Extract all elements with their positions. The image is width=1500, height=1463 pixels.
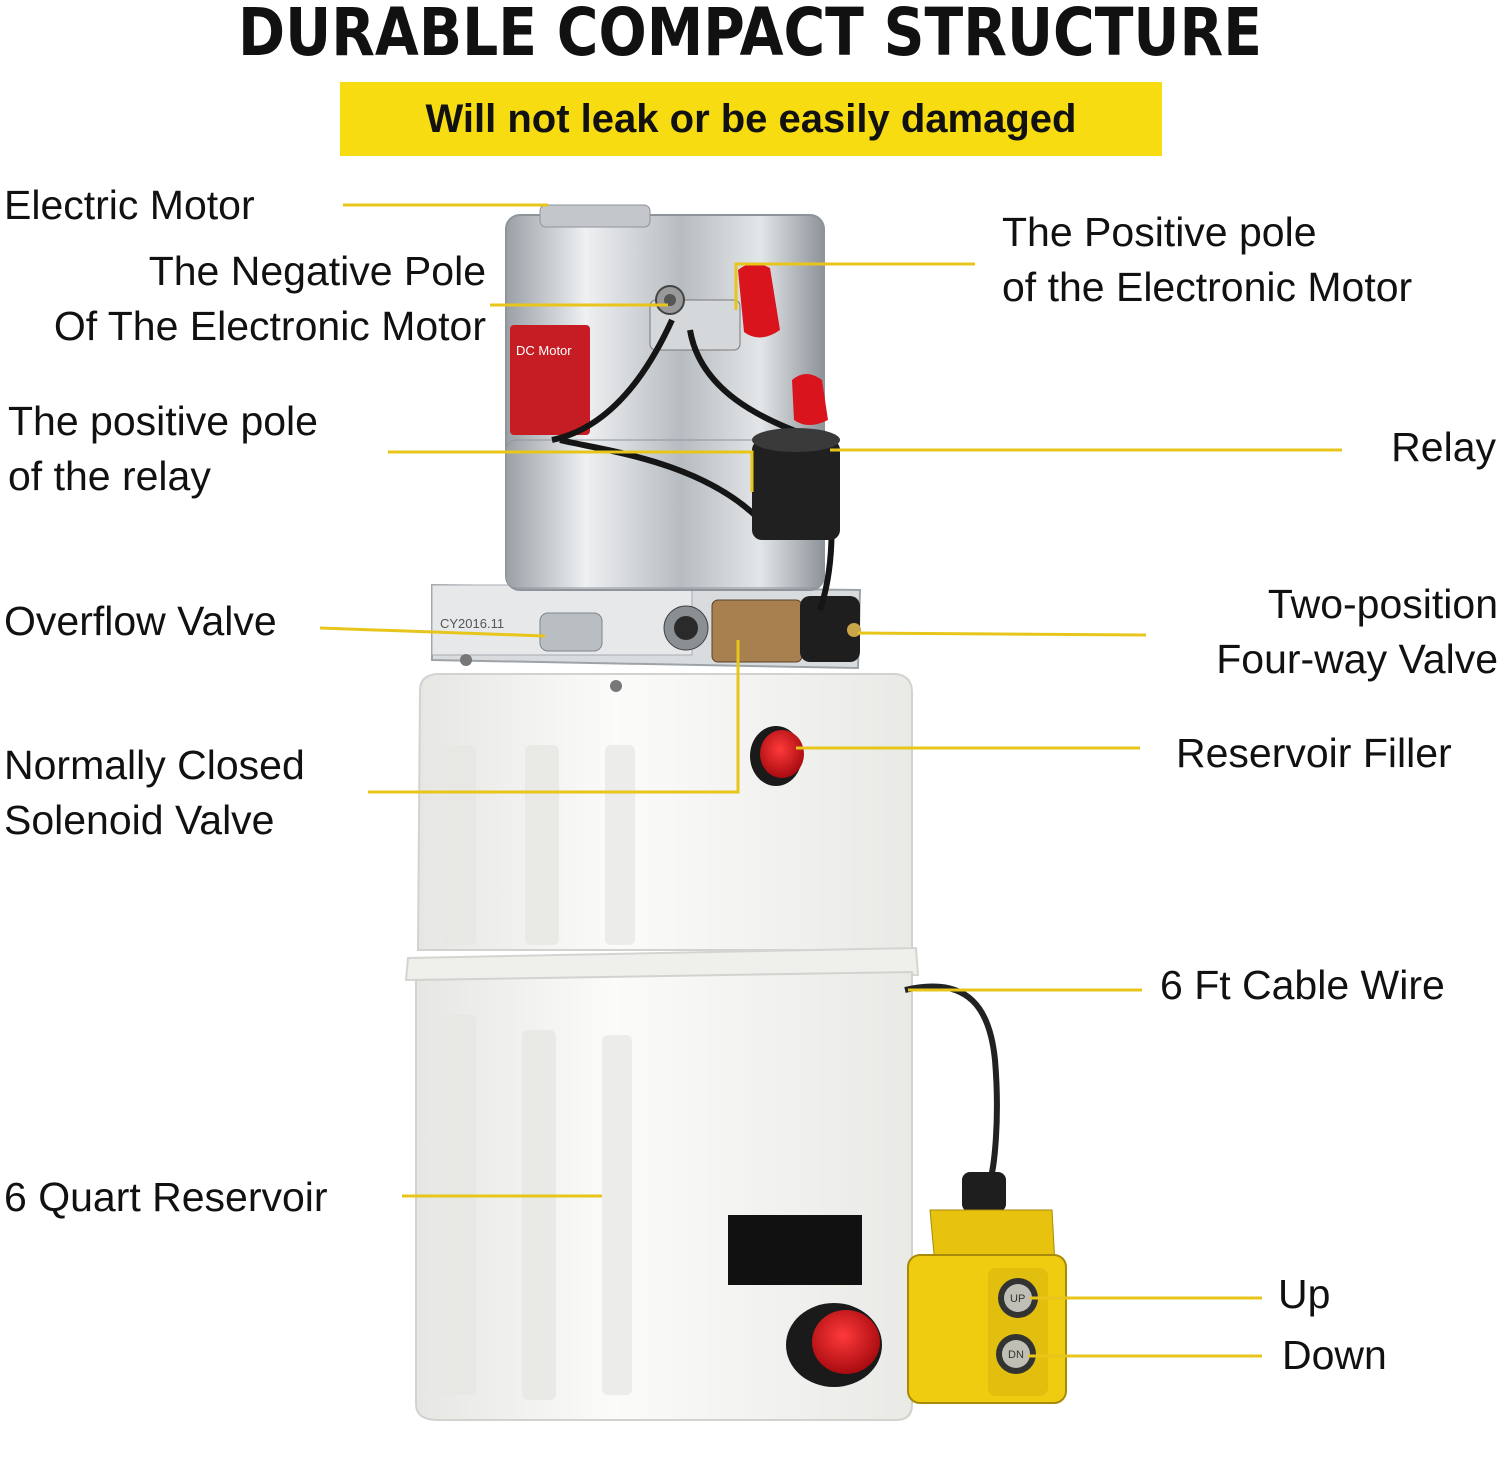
label-relay: Relay [1391, 424, 1496, 470]
negative-terminal [655, 285, 685, 315]
leader-four-way-valve [857, 631, 1147, 637]
label-quart-reservoir: 6 Quart Reservoir [4, 1174, 328, 1220]
leader-overflow-valve [319, 626, 546, 638]
label-up: Up [1278, 1271, 1331, 1317]
leader-positive-pole-motor [734, 262, 975, 310]
leader-lines [319, 203, 1342, 1358]
label-positive-pole-motor-line2: of the Electronic Motor [1002, 264, 1413, 310]
label-reservoir-filler: Reservoir Filler [1176, 730, 1452, 776]
label-positive-pole-motor: The Positive pole of the Electronic Moto… [1002, 205, 1412, 315]
label-cable-wire: 6 Ft Cable Wire [1160, 962, 1445, 1008]
motor-plate-text: DC Motor [516, 343, 572, 358]
pendant-controller [907, 1172, 1067, 1404]
control-cable [904, 983, 1000, 1182]
drain-cap [786, 1303, 882, 1387]
tank-label-window [728, 1215, 862, 1285]
label-four-way-valve-line1: Two-position [1267, 581, 1498, 627]
label-positive-pole-motor-line1: The Positive pole [1002, 209, 1317, 255]
label-electric-motor: Electric Motor [4, 182, 255, 228]
valve-block: CY2016.11 [431, 583, 862, 692]
label-positive-pole-relay: The positive pole of the relay [8, 394, 318, 504]
svg-text:DN: DN [1008, 1349, 1024, 1361]
svg-text:UP: UP [1010, 1293, 1025, 1305]
label-four-way-valve-line2: Four-way Valve [1216, 636, 1498, 682]
label-solenoid-valve-line1: Normally Closed [4, 742, 305, 788]
label-solenoid-valve-line2: Solenoid Valve [4, 797, 275, 843]
page-title: DURABLE COMPACT STRUCTURE [238, 0, 1262, 71]
reservoir-filler-cap [750, 726, 804, 786]
down-button[interactable]: DN [996, 1334, 1036, 1374]
svg-text:CY2016.11: CY2016.11 [440, 616, 504, 631]
relay-coil [752, 428, 840, 540]
leader-solenoid-valve [368, 640, 740, 794]
label-four-way-valve: Two-position Four-way Valve [1100, 577, 1498, 687]
label-negative-pole: The Negative Pole Of The Electronic Moto… [0, 244, 486, 354]
label-down: Down [1282, 1332, 1387, 1378]
positive-terminal-boot [738, 263, 828, 425]
subtitle-text: Will not leak or be easily damaged [425, 96, 1077, 141]
label-negative-pole-line1: The Negative Pole [148, 248, 486, 294]
label-positive-pole-relay-line2: of the relay [8, 453, 211, 499]
label-positive-pole-relay-line1: The positive pole [8, 398, 318, 444]
subtitle-banner: Will not leak or be easily damaged [340, 82, 1162, 156]
label-overflow-valve: Overflow Valve [4, 598, 277, 644]
up-button[interactable]: UP [998, 1278, 1038, 1318]
leader-positive-pole-relay [388, 450, 754, 492]
label-negative-pole-line2: Of The Electronic Motor [53, 303, 486, 349]
label-solenoid-valve: Normally Closed Solenoid Valve [4, 738, 305, 848]
